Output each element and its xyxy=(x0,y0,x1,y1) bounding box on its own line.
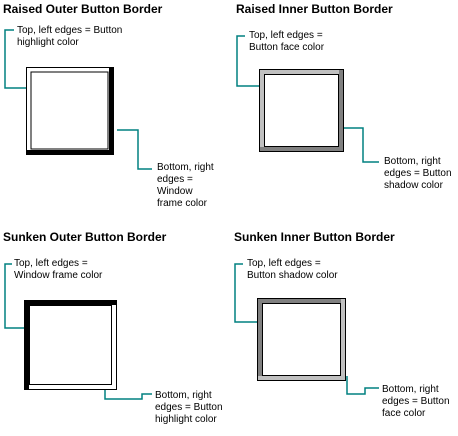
window-frame-edge-top xyxy=(24,300,117,305)
window-frame-edge-right xyxy=(109,67,114,155)
sunken-outer-diagram xyxy=(4,263,152,400)
bottom-edges-label: Bottom, right edges = Window frame color xyxy=(157,162,214,209)
bottom-leader-line xyxy=(117,129,152,170)
top-edges-label: Top, left edges = Button highlight color xyxy=(17,25,123,48)
panel-title: Sunken Outer Button Border xyxy=(3,230,167,244)
window-frame-edge-bottom xyxy=(26,150,114,155)
top-edges-label: Top, left edges = Button shadow color xyxy=(247,258,338,281)
bottom-leader-line xyxy=(343,127,379,163)
raised-inner-diagram xyxy=(236,35,379,163)
panel-title: Sunken Inner Button Border xyxy=(234,230,395,244)
button-face-edge-right xyxy=(341,299,345,380)
bottom-leader-line xyxy=(104,389,152,400)
raised-inner-panel: Raised Inner Button Border Top, left edg… xyxy=(229,0,458,218)
bottom-edges-label: Bottom, right edges = Button shadow colo… xyxy=(384,156,452,191)
bottom-edges-label: Bottom, right edges = Button highlight c… xyxy=(155,390,223,425)
bottom-edges-label: Bottom, right edges = Button face color xyxy=(382,384,450,419)
top-leader-line xyxy=(236,35,260,87)
bottom-leader-line xyxy=(346,376,379,395)
raised-outer-panel: Raised Outer Button Border Top, left edg… xyxy=(0,0,229,218)
button-shadow-edge-bottom xyxy=(260,147,343,151)
button-face-edge-top xyxy=(260,70,343,74)
button-shadow-edge-left xyxy=(258,299,262,380)
top-leader-line xyxy=(4,29,26,89)
raised-outer-diagram xyxy=(4,29,152,170)
top-edges-label: Top, left edges = Button face color xyxy=(249,30,325,53)
button-face-edge-bottom xyxy=(258,376,345,380)
button-shadow-edge-top xyxy=(258,299,345,303)
sunken-outer-panel: Sunken Outer Button Border Top, left edg… xyxy=(0,218,229,436)
top-edges-label: Top, left edges = Window frame color xyxy=(14,258,103,281)
panel-title: Raised Outer Button Border xyxy=(3,2,163,16)
button-shadow-edge-right xyxy=(339,70,343,151)
sunken-inner-panel: Sunken Inner Button Border Top, left edg… xyxy=(229,218,458,436)
sunken-inner-diagram xyxy=(234,263,379,395)
top-leader-line xyxy=(234,263,259,323)
button-face-edge-left xyxy=(260,70,264,151)
top-leader-line xyxy=(4,263,25,329)
window-frame-edge-left xyxy=(24,300,29,390)
panel-title: Raised Inner Button Border xyxy=(236,2,393,16)
